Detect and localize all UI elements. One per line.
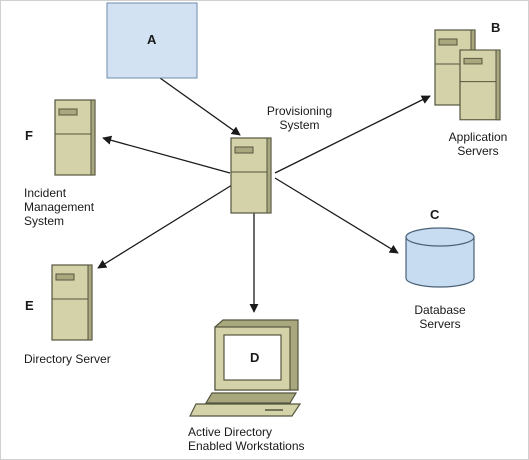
edge-a-to-provisioning — [159, 77, 241, 136]
provisioning-system-label: Provisioning System — [252, 104, 347, 132]
desktop-computer-icon — [189, 319, 302, 417]
database-cylinder-icon — [405, 227, 475, 288]
app-servers-label-line2: Servers — [457, 144, 499, 158]
directory-server-icon — [51, 264, 93, 341]
node-letter-a: A — [147, 32, 157, 47]
edge-provisioning-to-database — [274, 177, 399, 254]
provisioning-label-line1: Provisioning — [266, 104, 333, 118]
edge-provisioning-to-app-servers — [274, 95, 431, 174]
workstations-label-line1: Active Directory — [188, 425, 273, 439]
database-servers-label: Database Servers — [395, 303, 485, 331]
node-letter-e: E — [25, 298, 34, 313]
directory-server-label: Directory Server — [24, 352, 111, 366]
database-label-line2: Servers — [419, 317, 461, 331]
edges — [97, 77, 431, 313]
node-letter-b: B — [491, 20, 501, 35]
incident-server-icon — [54, 99, 96, 176]
incident-label-line3: System — [24, 214, 65, 228]
edge-provisioning-to-directory — [97, 184, 233, 269]
incident-label-line1: Incident — [24, 186, 67, 200]
app-servers-label-line1: Application — [448, 130, 508, 144]
workstations-label: Active Directory Enabled Workstations — [188, 425, 305, 453]
edge-provisioning-to-incident — [102, 135, 231, 174]
incident-label-line2: Management — [24, 200, 95, 214]
incident-management-label: Incident Management System — [24, 186, 94, 228]
provisioning-server-icon — [230, 137, 272, 214]
application-servers-label: Application Servers — [433, 130, 523, 158]
provisioning-label-line2: System — [279, 118, 320, 132]
application-servers-icon — [434, 29, 501, 121]
node-letter-f: F — [25, 128, 33, 143]
system-a-box — [106, 2, 198, 79]
node-letter-d: D — [250, 350, 260, 365]
database-label-line1: Database — [414, 303, 466, 317]
node-letter-c: C — [430, 207, 440, 222]
workstations-label-line2: Enabled Workstations — [188, 439, 305, 453]
